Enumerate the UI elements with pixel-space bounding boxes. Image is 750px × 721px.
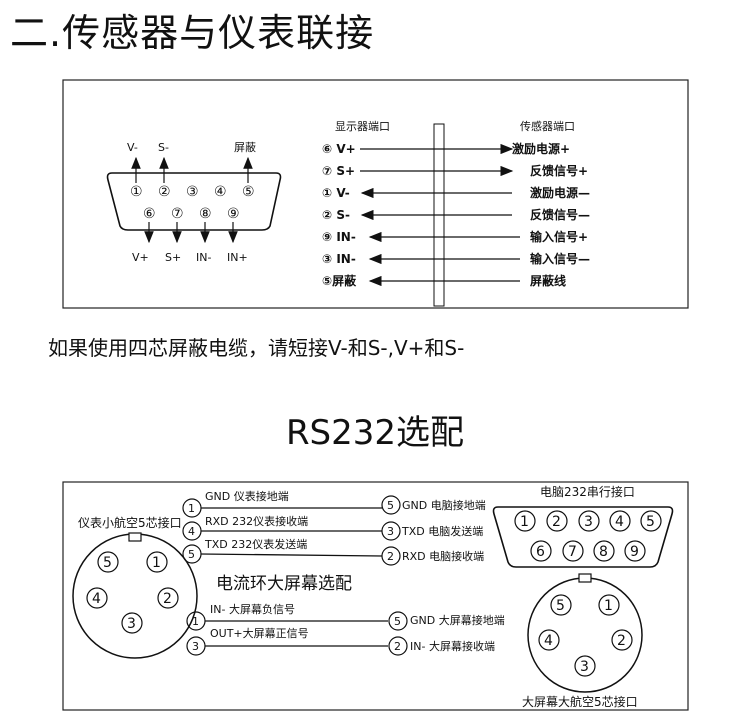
- link-pin: 1: [192, 615, 199, 628]
- diagram2-frame: [62, 481, 689, 711]
- wiring-note: 如果使用四芯屏蔽电缆，请短接V-和S-,V+和S-: [48, 336, 465, 360]
- db9-pin: ⑦: [171, 206, 184, 222]
- pc-pin: 8: [599, 544, 608, 560]
- link-pin: 5: [188, 548, 195, 561]
- sensor-terminal: 输入信号+: [530, 229, 588, 244]
- big-pin: 1: [604, 598, 613, 614]
- pc-pin: 3: [584, 514, 593, 530]
- pin-label-shield: 屏蔽: [234, 141, 256, 154]
- page-title: 二.传感器与仪表联接: [10, 11, 375, 55]
- db9-pin: ⑥: [143, 206, 156, 222]
- aviation-pin: 1: [152, 555, 161, 571]
- db9-pin: ⑤: [242, 184, 255, 200]
- pin-label-in-minus: IN-: [196, 251, 211, 264]
- display-terminal: ⑨ IN-: [322, 230, 356, 244]
- big-pin: 4: [544, 633, 553, 649]
- pc-db9-pins: 1 2 3 4 5 6 7 8 9: [514, 510, 662, 562]
- link-text: TXD 电脑发送端: [401, 524, 483, 538]
- rs232-title: RS232选配: [285, 413, 465, 453]
- link-text: GND 仪表接地端: [205, 489, 289, 503]
- link-text: GND 大屏幕接地端: [410, 613, 505, 627]
- current-loop-label: 电流环大屏幕选配: [216, 574, 352, 594]
- link-pin: 1: [188, 502, 195, 515]
- db9-pin: ⑨: [227, 206, 240, 222]
- db9-pin: ④: [214, 184, 227, 200]
- big-screen-label: 大屏幕大航空5芯接口: [522, 694, 638, 709]
- pc-pin: 7: [568, 544, 577, 560]
- pc-pin: 5: [646, 514, 655, 530]
- sensor-terminal: 反馈信号+: [530, 163, 588, 178]
- link-pin: 4: [188, 525, 195, 538]
- link-pin: 3: [387, 525, 394, 538]
- aviation-pin: 5: [103, 555, 112, 571]
- aviation-pin: 3: [127, 616, 136, 632]
- rs232-links: 1 GND 仪表接地端 5 GND 电脑接地端 4 RXD 232仪表接收端 3…: [182, 489, 486, 566]
- display-terminal: ⑥ V+: [322, 142, 356, 156]
- sensor-terminal: 输入信号—: [530, 251, 590, 266]
- display-terminal: ⑤屏蔽: [322, 273, 357, 288]
- big-screen-pins: 5 1 4 2 3: [538, 594, 633, 677]
- pin-label-s-plus: S+: [165, 251, 181, 264]
- pin-label-v-minus: V-: [127, 141, 138, 154]
- link-pin: 2: [387, 550, 394, 563]
- link-text: GND 电脑接地端: [402, 499, 486, 512]
- link-pin: 5: [394, 615, 401, 628]
- display-terminal: ① V-: [322, 186, 350, 200]
- display-port-header: 显示器端口: [335, 120, 390, 133]
- aviation-pin: 4: [92, 591, 101, 607]
- link-pin: 3: [192, 640, 199, 653]
- db9-connector-shell: [106, 172, 282, 231]
- pc-pin: 6: [536, 544, 545, 560]
- pc-db9-connector: [492, 506, 674, 568]
- diagram1-frame: [62, 79, 689, 309]
- big-pin: 2: [617, 633, 626, 649]
- sensor-terminal: 屏蔽线: [529, 273, 566, 288]
- big-pin: 3: [580, 659, 589, 675]
- db9-pin: ③: [186, 184, 199, 200]
- link-text: IN- 大屏幕接收端: [410, 639, 495, 653]
- pc-port-label: 电脑232串行接口: [540, 484, 635, 499]
- aviation-connector-label: 仪表小航空5芯接口: [78, 515, 182, 530]
- pc-pin: 2: [552, 514, 561, 530]
- aviation-pin: 2: [163, 591, 172, 607]
- link-text: RXD 232仪表接收端: [205, 514, 308, 528]
- pc-pin: 4: [615, 514, 624, 530]
- pin-label-in-plus: IN+: [227, 251, 248, 264]
- display-terminal: ② S-: [322, 208, 350, 222]
- db9-top-pins: ① ② ③ ④ ⑤: [130, 184, 255, 200]
- wiring-rows: ⑥ V+ 激励电源+ ⑦ S+ 反馈信号+ ① V- 激励电源— ② S- 反馈…: [322, 141, 590, 288]
- link-pin: 2: [394, 640, 401, 653]
- db9-pin: ⑧: [199, 206, 212, 222]
- pc-pin: 9: [630, 544, 639, 560]
- link-text: TXD 232仪表发送端: [204, 537, 307, 551]
- link-text: OUT+大屏幕正信号: [210, 626, 309, 640]
- sensor-port-header: 传感器端口: [520, 120, 575, 133]
- sensor-terminal: 激励电源—: [530, 185, 590, 200]
- big-pin: 5: [556, 598, 565, 614]
- display-terminal: ⑦ S+: [322, 164, 355, 178]
- pc-pin: 1: [520, 514, 529, 530]
- loop-links: 1 IN- 大屏幕负信号 5 GND 大屏幕接地端 3 OUT+大屏幕正信号 2…: [186, 602, 505, 656]
- link-pin: 5: [387, 499, 394, 512]
- display-terminal: ③ IN-: [322, 252, 356, 266]
- link-text: IN- 大屏幕负信号: [210, 602, 295, 616]
- link-text: RXD 电脑接收端: [402, 549, 484, 563]
- db9-bottom-pins: ⑥ ⑦ ⑧ ⑨: [143, 206, 240, 222]
- aviation-pins: 5 1 4 2 3: [86, 551, 179, 634]
- pin-label-v-plus: V+: [132, 251, 149, 264]
- db9-pin: ②: [158, 184, 171, 200]
- db9-pin: ①: [130, 184, 143, 200]
- sensor-terminal: 激励电源+: [512, 141, 570, 156]
- pin-label-s-minus: S-: [158, 141, 169, 154]
- sensor-terminal: 反馈信号—: [530, 207, 590, 222]
